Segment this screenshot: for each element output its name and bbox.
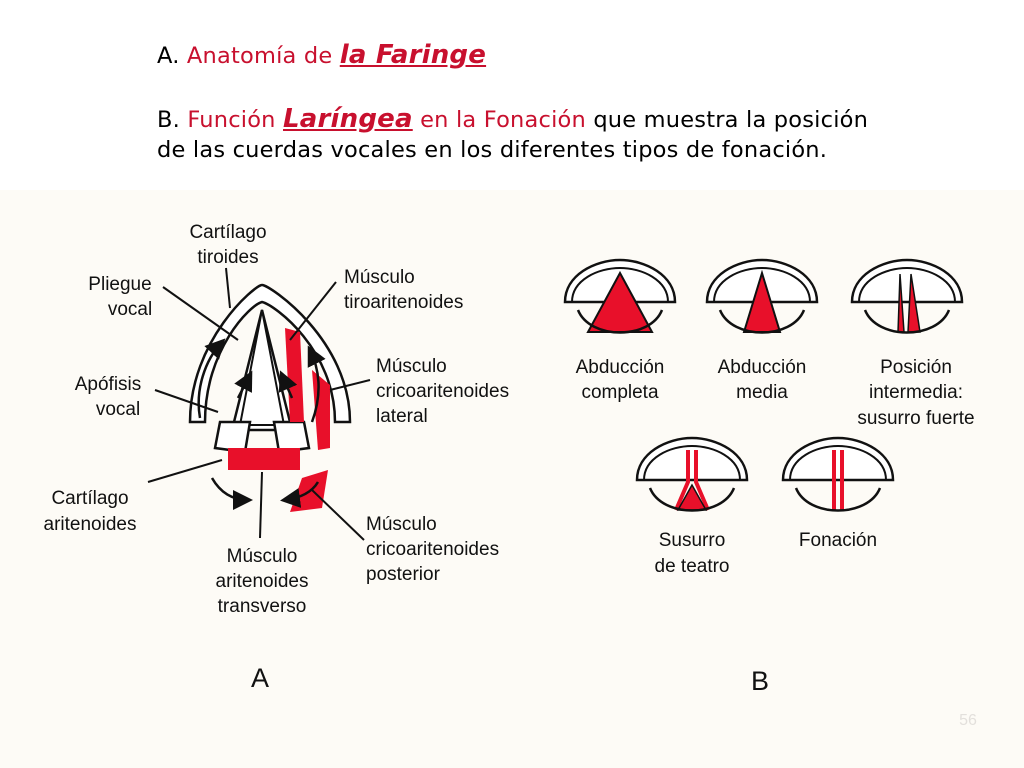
heading-a-emphasis: la Faringe xyxy=(339,40,487,70)
label-susurro-teatro-2: de teatro xyxy=(655,556,730,577)
label-musculo-aritenoides-1: Músculo xyxy=(227,546,298,567)
heading-a-letter: A. xyxy=(157,43,180,69)
thyroarytenoid-muscle-shape xyxy=(285,328,304,422)
label-abduccion-completa-2: completa xyxy=(581,382,659,403)
thyroid-cartilage-shape xyxy=(188,283,352,424)
heading-b-rest: que muestra la posición xyxy=(593,107,869,133)
label-musculo-tiroaritenoides-2: tiroaritenoides xyxy=(344,292,463,313)
label-posicion-intermedia-3: susurro fuerte xyxy=(857,408,974,429)
heading-b-word-funcion: Función xyxy=(187,107,276,133)
arytenoid-left-shape xyxy=(213,420,252,454)
heading-a-text: Anatomía de xyxy=(186,43,333,69)
caption-b: B xyxy=(751,666,769,696)
caption-a: A xyxy=(251,663,269,693)
label-posicion-intermedia-2: intermedia: xyxy=(869,382,963,403)
label-apofisis-vocal-2: vocal xyxy=(96,399,140,420)
heading-b: B. Función Laríngea en la Fonación que m… xyxy=(157,104,868,134)
label-cartilago-tiroides-2: tiroides xyxy=(197,247,258,268)
label-pliegue-vocal-1: Pliegue xyxy=(88,274,151,295)
label-susurro-teatro-1: Susurro xyxy=(659,530,726,551)
label-cartilago-tiroides-1: Cartílago xyxy=(189,222,266,243)
heading-b-line2: de las cuerdas vocales en los diferentes… xyxy=(157,137,828,163)
label-musculo-aritenoides-2: aritenoides xyxy=(216,571,309,592)
heading-b-emphasis: Laríngea xyxy=(283,104,413,134)
labels-b: Abducción completa Abducción media Posic… xyxy=(576,357,975,577)
label-fonacion: Fonación xyxy=(799,530,877,551)
label-musculo-crico-posterior-2: cricoaritenoides xyxy=(366,539,499,560)
lateral-cricoarytenoid-muscle-shape xyxy=(312,370,330,450)
label-abduccion-media-1: Abducción xyxy=(718,357,807,378)
heading-a: A. Anatomía de la Faringe xyxy=(157,40,486,70)
arytenoid-right-shape xyxy=(272,420,311,454)
label-cartilago-aritenoides-2: aritenoides xyxy=(44,514,137,535)
label-musculo-crico-lateral-1: Músculo xyxy=(376,356,447,377)
label-pliegue-vocal-2: vocal xyxy=(108,299,152,320)
glottis-fonacion xyxy=(781,436,895,512)
larynx-figure: Cartílago tiroides Pliegue vocal Apófisi… xyxy=(0,190,1024,768)
label-abduccion-media-2: media xyxy=(736,382,788,403)
glottis-abduccion-completa xyxy=(563,258,677,334)
label-posicion-intermedia-1: Posición xyxy=(880,357,952,378)
label-musculo-crico-posterior-3: posterior xyxy=(366,564,441,585)
glottis-shape xyxy=(238,309,286,426)
glottis-susurro-teatro xyxy=(635,436,749,512)
label-musculo-crico-lateral-3: lateral xyxy=(376,406,428,427)
transverse-arytenoid-muscle-shape xyxy=(228,448,300,470)
label-musculo-crico-posterior-1: Músculo xyxy=(366,514,437,535)
action-arrows xyxy=(197,338,326,510)
larynx-diagram: Cartílago tiroides Pliegue vocal Apófisi… xyxy=(44,222,977,729)
label-apofisis-vocal-1: Apófisis xyxy=(75,374,142,395)
glottis-abduccion-media xyxy=(705,258,819,334)
label-cartilago-aritenoides-1: Cartílago xyxy=(51,488,128,509)
label-abduccion-completa-1: Abducción xyxy=(576,357,665,378)
leader-lines xyxy=(147,267,371,541)
diagram-a-drawing xyxy=(188,283,352,454)
heading-b-letter: B. xyxy=(157,107,180,133)
labels-a: Cartílago tiroides Pliegue vocal Apófisi… xyxy=(44,222,510,617)
glottis-posicion-intermedia xyxy=(850,258,964,334)
label-musculo-aritenoides-3: transverso xyxy=(218,596,307,617)
label-musculo-tiroaritenoides-1: Músculo xyxy=(344,267,415,288)
heading-b-fonacion: en la Fonación xyxy=(420,107,586,133)
page-number: 56 xyxy=(959,712,977,729)
label-musculo-crico-lateral-2: cricoaritenoides xyxy=(376,381,509,402)
